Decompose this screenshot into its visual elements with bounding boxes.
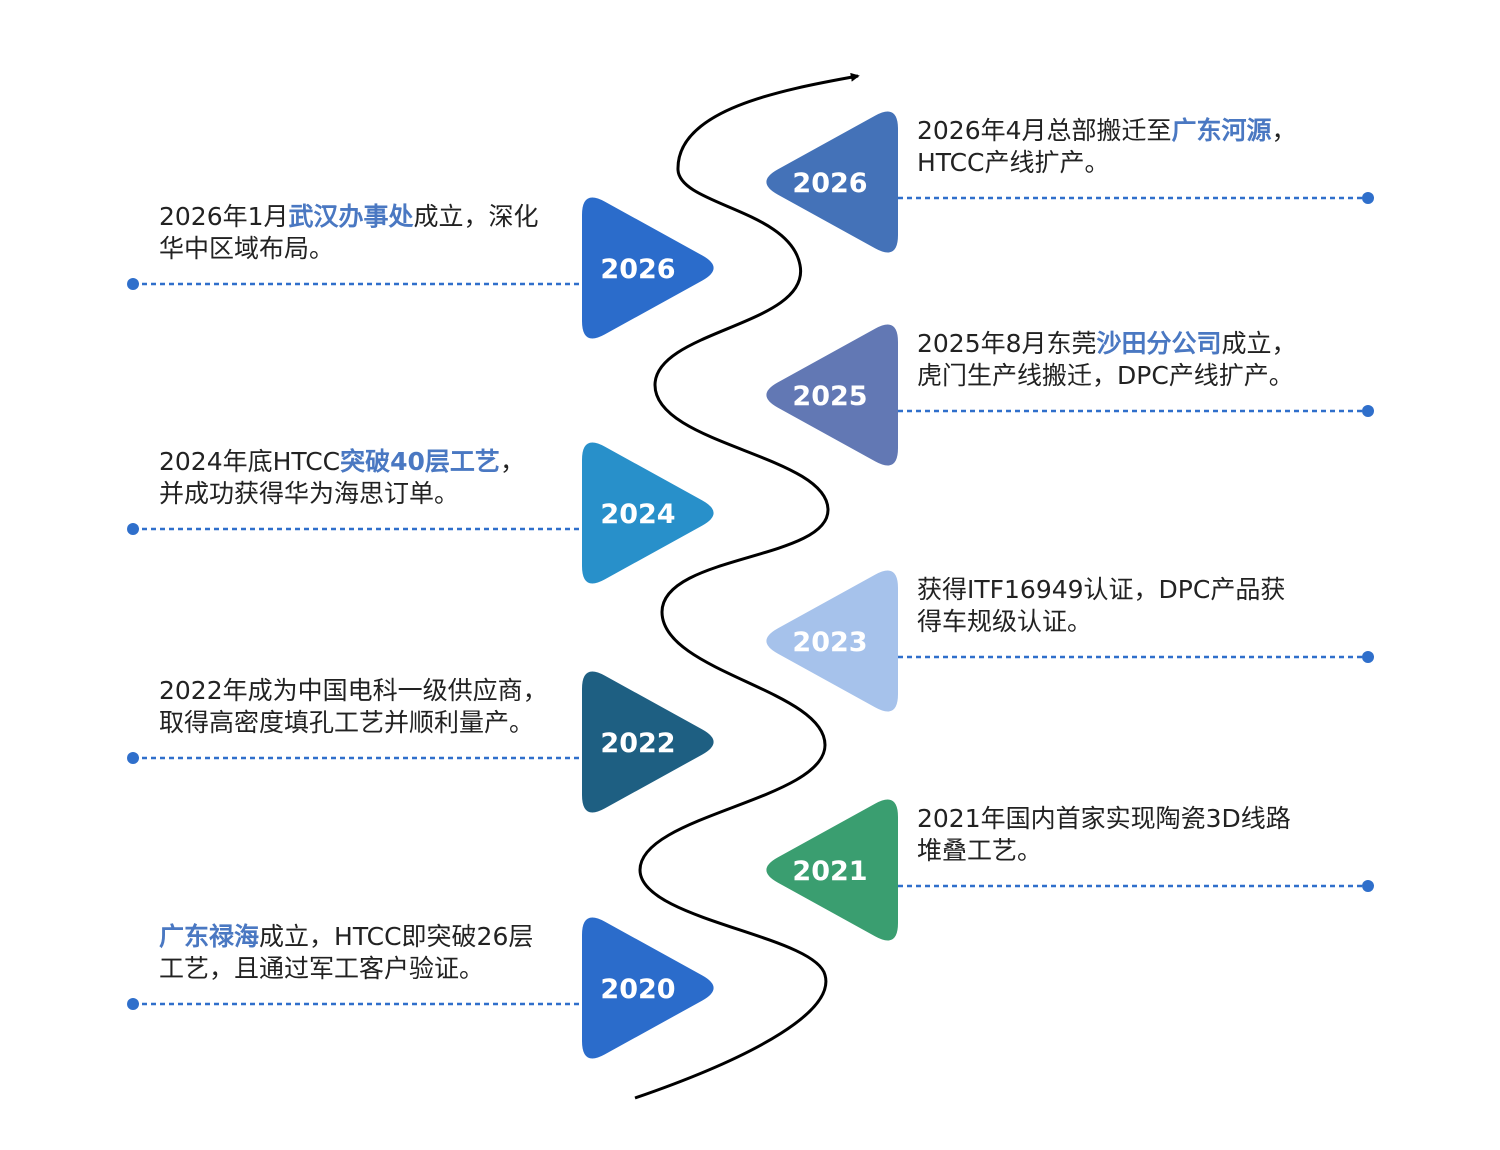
year-badge-2026-hq	[766, 111, 898, 253]
event-highlight: 广东河源	[1171, 116, 1272, 145]
year-label-2021-3d: 2021	[792, 856, 867, 887]
event-text-2026-wuhan: 2026年1月武汉办事处成立，深化华中区域布局。	[159, 201, 539, 265]
event-highlight: 突破40层工艺	[340, 447, 500, 476]
event-text-segment: 成立，HTCC即突破26层	[259, 922, 534, 951]
connector-dot-2026-wuhan	[127, 278, 139, 290]
year-label-2022-cetc: 2022	[600, 728, 675, 759]
event-text-segment: 2024年底HTCC	[159, 447, 341, 476]
event-text-segment: ，	[499, 447, 525, 476]
connector-dot-2020-luhai	[127, 998, 139, 1010]
connector-dot-2021-3d	[1362, 880, 1374, 892]
event-text-segment: 获得ITF16949认证，DPC产品获	[917, 575, 1286, 604]
year-label-2026-wuhan: 2026	[600, 254, 675, 285]
year-badge-2025-shatian	[766, 324, 898, 466]
event-text-segment: 华中区域布局。	[159, 234, 335, 263]
event-highlight: 武汉办事处	[288, 202, 414, 231]
event-text-2021-3d: 2021年国内首家实现陶瓷3D线路堆叠工艺。	[917, 803, 1291, 867]
year-badge-2020-luhai	[582, 917, 714, 1059]
event-text-segment: 成立，深化	[413, 202, 539, 231]
event-text-segment: HTCC产线扩产。	[917, 148, 1110, 177]
year-badge-2022-cetc	[582, 671, 714, 813]
event-text-segment: ，	[1271, 116, 1297, 145]
event-text-segment: 2021年国内首家实现陶瓷3D线路	[917, 804, 1291, 833]
event-text-2025-shatian: 2025年8月东莞沙田分公司成立， 虎门生产线搬迁，DPC产线扩产。	[917, 328, 1297, 392]
connector-dot-2026-hq	[1362, 192, 1374, 204]
event-text-segment: 成立，	[1221, 329, 1297, 358]
connector-dot-2023-itf	[1362, 651, 1374, 663]
event-text-segment: 2026年4月总部搬迁至	[917, 116, 1172, 145]
year-label-2020-luhai: 2020	[600, 974, 675, 1005]
connector-dot-2022-cetc	[127, 752, 139, 764]
event-text-segment: 堆叠工艺。	[917, 836, 1043, 865]
event-text-2026-hq: 2026年4月总部搬迁至广东河源， HTCC产线扩产。	[917, 115, 1297, 179]
year-label-2023-itf: 2023	[792, 627, 867, 658]
year-label-2024-htcc: 2024	[600, 499, 675, 530]
event-highlight: 沙田分公司	[1096, 329, 1222, 358]
event-text-segment: 取得高密度填孔工艺并顺利量产。	[159, 708, 535, 737]
connector-dot-2025-shatian	[1362, 405, 1374, 417]
event-text-segment: 虎门生产线搬迁，DPC产线扩产。	[917, 361, 1294, 390]
event-text-2024-htcc: 2024年底HTCC突破40层工艺， 并成功获得华为海思订单。	[159, 446, 525, 510]
event-text-2023-itf: 获得ITF16949认证，DPC产品获得车规级认证。	[917, 574, 1285, 638]
event-text-segment: 2025年8月东莞	[917, 329, 1097, 358]
year-badge-2026-wuhan	[582, 197, 714, 339]
event-text-2022-cetc: 2022年成为中国电科一级供应商， 取得高密度填孔工艺并顺利量产。	[159, 675, 548, 739]
connector-dot-2024-htcc	[127, 523, 139, 535]
event-text-segment: 工艺，且通过军工客户验证。	[159, 954, 485, 983]
event-text-segment: 得车规级认证。	[917, 607, 1093, 636]
year-label-2025-shatian: 2025	[792, 381, 867, 412]
event-text-segment: 并成功获得华为海思订单。	[159, 479, 460, 508]
event-text-segment: 2022年成为中国电科一级供应商，	[159, 676, 548, 705]
event-text-2020-luhai: 广东禄海成立，HTCC即突破26层工艺，且通过军工客户验证。	[159, 921, 533, 985]
year-badge-2021-3d	[766, 799, 898, 941]
year-badge-2024-htcc	[582, 442, 714, 584]
year-badge-2023-itf	[766, 570, 898, 712]
event-highlight: 广东禄海	[159, 922, 260, 951]
timeline-curve	[634, 72, 860, 1100]
event-text-segment: 2026年1月	[159, 202, 289, 231]
year-label-2026-hq: 2026	[792, 168, 867, 199]
